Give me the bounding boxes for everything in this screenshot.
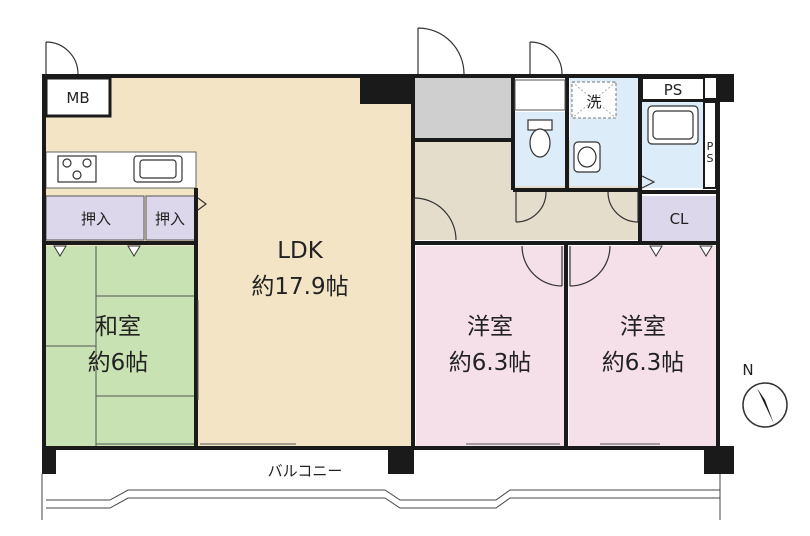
yoshitsu-2-size: 約6.3帖 — [602, 350, 685, 376]
bathtub-icon — [647, 105, 699, 145]
yoshitsu-1-area — [416, 246, 564, 446]
mb-box — [44, 76, 112, 118]
cl-label: CL — [670, 210, 689, 228]
ps-side-label-p: P — [707, 140, 714, 153]
balcony-label: バルコニー — [268, 462, 343, 480]
ldk-name: LDK — [277, 238, 324, 264]
sentaku-label: 洗 — [586, 93, 601, 111]
washbasin-icon — [573, 141, 601, 173]
oshiire-2-area — [145, 195, 197, 241]
sink-icon — [133, 155, 183, 183]
outer-walls — [42, 74, 734, 474]
ps-top-box — [641, 77, 705, 101]
washitsu-size: 約6帖 — [88, 350, 149, 376]
windows — [96, 300, 660, 445]
stove-icon — [57, 155, 97, 183]
oshiire-1-label: 押入 — [81, 210, 111, 228]
closet-door-marks — [53, 245, 713, 257]
washitsu-name: 和室 — [95, 314, 141, 340]
oshiire-2-label: 押入 — [155, 210, 185, 228]
ps-side-box — [703, 101, 717, 189]
toilet-shelf — [514, 79, 566, 111]
north-compass: N — [742, 361, 788, 428]
door-swings — [45, 27, 656, 287]
interior-walls — [46, 78, 716, 446]
north-label: N — [742, 361, 753, 379]
balcony-rail — [41, 474, 721, 520]
yoshitsu-2-name: 洋室 — [620, 314, 666, 340]
mb-label: MB — [66, 89, 89, 107]
tatami-lines — [46, 246, 196, 446]
oshiire-1-area — [45, 195, 145, 241]
yoshitsu-1-size: 約6.3帖 — [449, 350, 532, 376]
entrance-area — [414, 78, 512, 140]
kitchen-counter — [45, 151, 197, 189]
yoshitsu-2-area — [569, 246, 716, 446]
yoshitsu-1-name: 洋室 — [467, 314, 513, 340]
toilet-icon — [527, 119, 553, 158]
ps-top-label: PS — [664, 81, 683, 99]
ps-side-label-s: S — [707, 152, 714, 165]
ldk-size: 約17.9帖 — [251, 274, 348, 300]
cl-area — [642, 196, 716, 242]
